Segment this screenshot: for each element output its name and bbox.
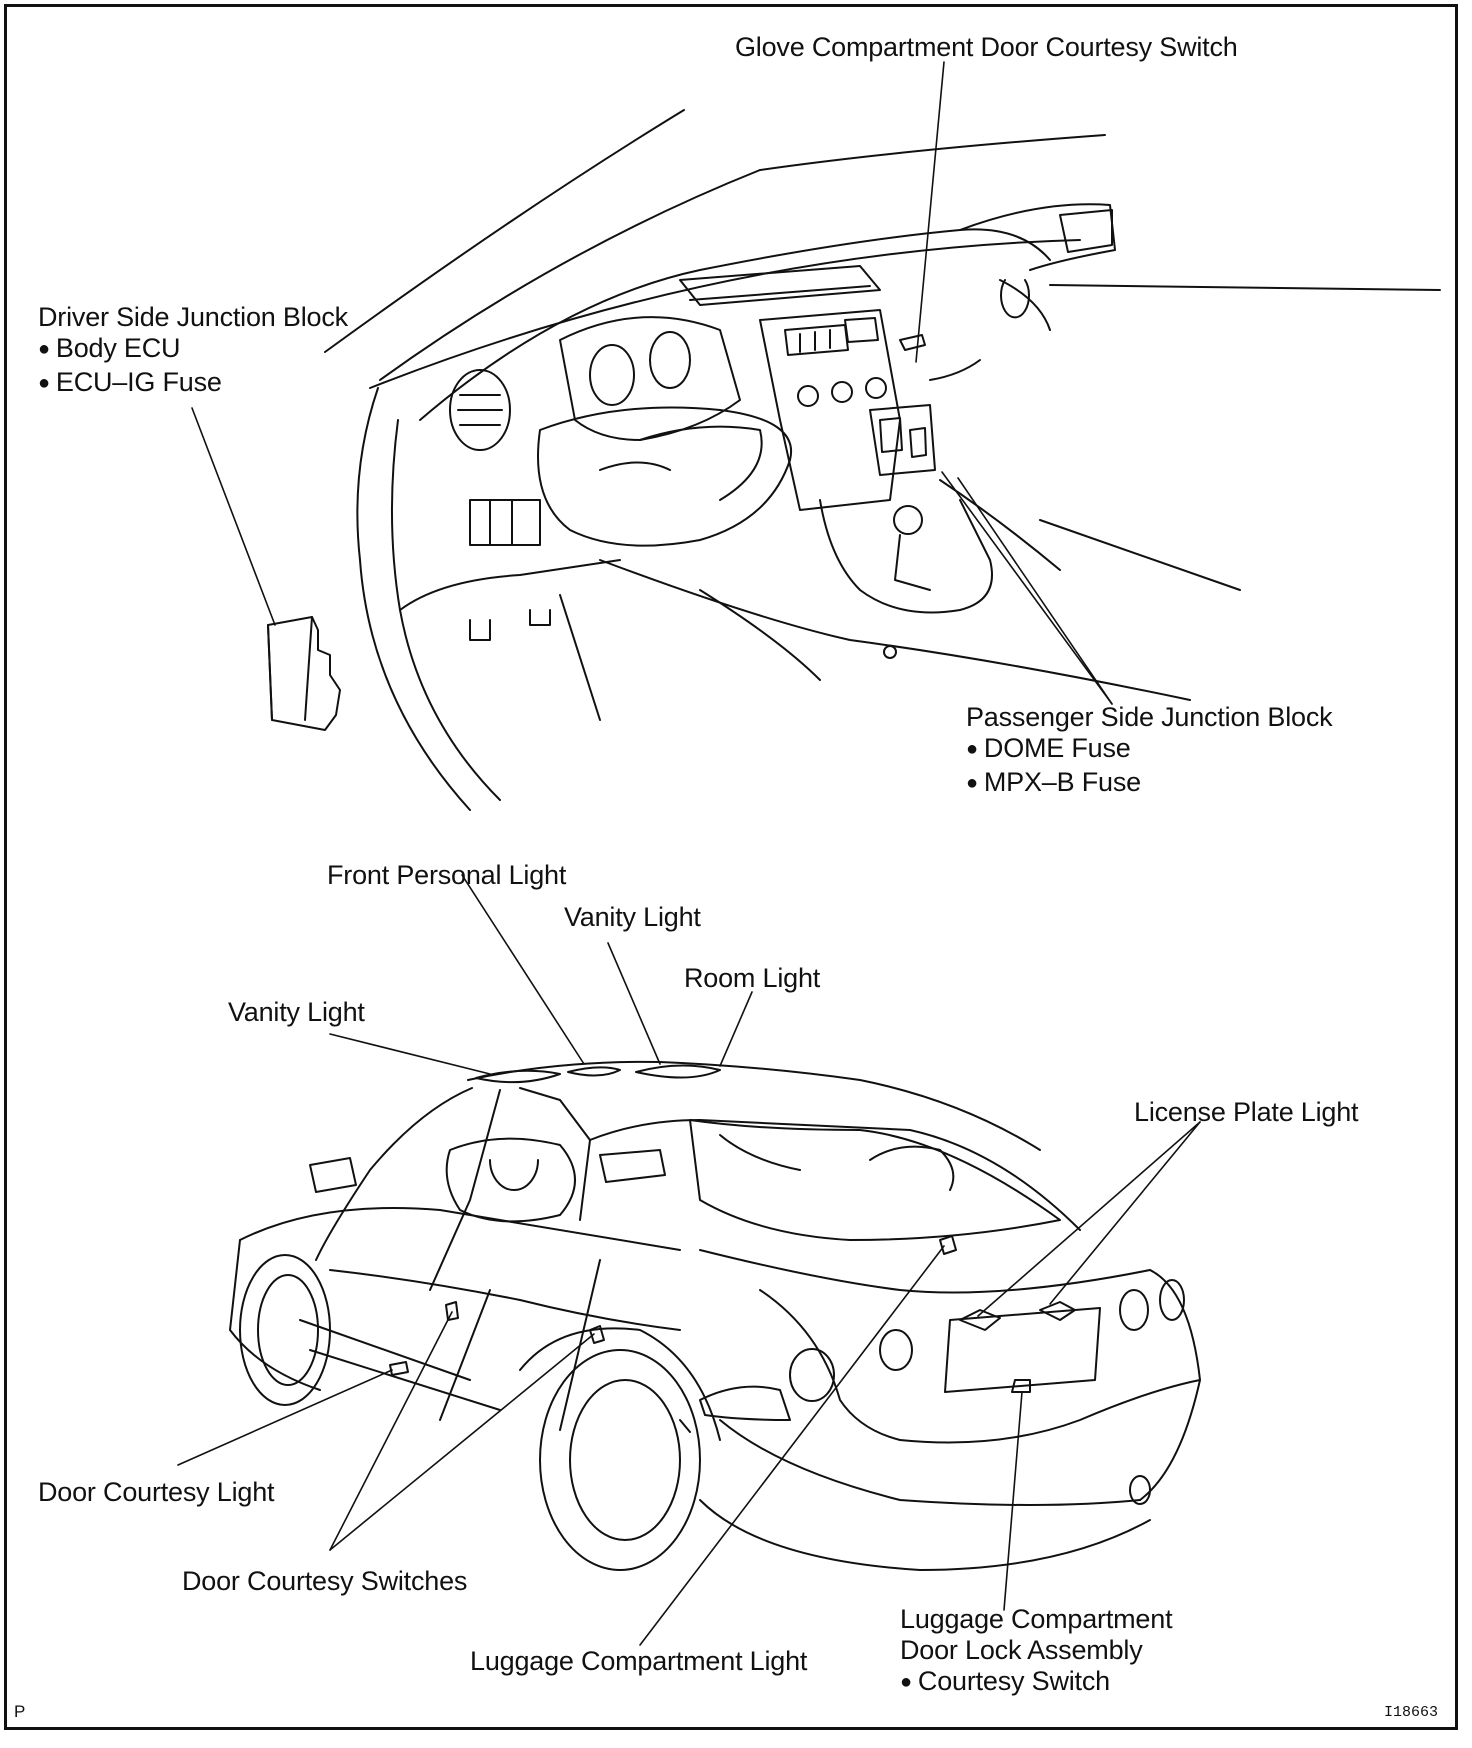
room-light-label: Room Light <box>684 963 821 993</box>
luggage-door-lock-label: Luggage Compartment Door Lock Assembly C… <box>900 1604 1173 1700</box>
luggage-door-lock-line: Door Lock Assembly <box>900 1635 1143 1665</box>
car-exterior-illustration <box>229 1060 1201 1571</box>
passenger-junction-block-item: DOME Fuse <box>966 733 1332 767</box>
bottom-leader-lines <box>177 874 1201 1646</box>
luggage-compartment-light-label: Luggage Compartment Light <box>470 1646 808 1676</box>
front-personal-light-label: Front Personal Light <box>327 860 567 890</box>
vanity-light-right-label: Vanity Light <box>564 902 701 932</box>
luggage-door-lock-item: Courtesy Switch <box>900 1666 1172 1700</box>
driver-junction-block-item: ECU–IG Fuse <box>38 367 348 401</box>
top-leader-lines <box>191 61 1113 705</box>
passenger-junction-block-item: MPX–B Fuse <box>966 767 1332 801</box>
driver-junction-block-label: Driver Side Junction Block Body ECU ECU–… <box>38 302 348 401</box>
diagram-frame <box>4 4 1458 1730</box>
driver-junction-block-title: Driver Side Junction Block <box>38 302 348 332</box>
corner-mark: P <box>14 1702 26 1721</box>
luggage-door-lock-line: Luggage Compartment <box>900 1604 1173 1634</box>
passenger-junction-block-label: Passenger Side Junction Block DOME Fuse … <box>966 702 1333 801</box>
door-courtesy-switches-label: Door Courtesy Switches <box>182 1566 468 1596</box>
driver-junction-block-item: Body ECU <box>38 333 348 367</box>
figure-code: I18663 <box>1384 1704 1439 1721</box>
door-courtesy-light-label: Door Courtesy Light <box>38 1477 275 1507</box>
vanity-light-left-label: Vanity Light <box>228 997 365 1027</box>
license-plate-light-label: License Plate Light <box>1134 1097 1359 1127</box>
passenger-junction-block-title: Passenger Side Junction Block <box>966 702 1333 732</box>
glove-switch-label: Glove Compartment Door Courtesy Switch <box>735 32 1238 62</box>
interior-dashboard-illustration <box>267 109 1441 811</box>
